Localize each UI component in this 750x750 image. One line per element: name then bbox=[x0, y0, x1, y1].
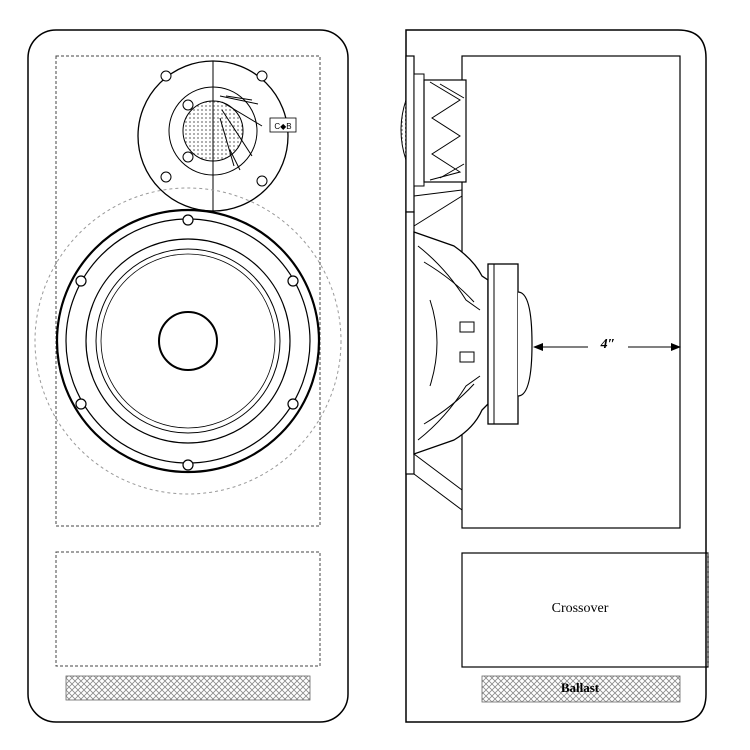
side-woofer-frame-arm bbox=[429, 299, 438, 387]
woofer-surround bbox=[85, 238, 291, 444]
side-tweeter-dome bbox=[400, 99, 407, 161]
woofer-surround-inner bbox=[95, 248, 281, 434]
tweeter-logo-text: C◆B bbox=[274, 122, 291, 131]
side-tweeter-fins bbox=[429, 81, 465, 181]
side-tweeter-brace-bottom bbox=[413, 195, 463, 227]
front-driver-panel-dashed bbox=[55, 55, 321, 527]
side-woofer-cone-lower bbox=[417, 375, 481, 441]
side-tweeter-plate bbox=[413, 73, 425, 187]
tweeter-logo-badge bbox=[269, 117, 297, 133]
depth-dimension-label: 4″ bbox=[588, 337, 628, 353]
side-woofer-brace-top bbox=[413, 453, 463, 491]
front-view: C◆B bbox=[27, 29, 349, 723]
tweeter-screw-icon bbox=[182, 151, 194, 163]
crossover-label: Crossover bbox=[551, 601, 609, 616]
front-cabinet-outline bbox=[27, 29, 349, 723]
side-woofer bbox=[413, 231, 533, 511]
woofer-screw-icon bbox=[182, 214, 194, 226]
side-woofer-brace-bottom bbox=[413, 473, 463, 511]
ballast-label: Ballast bbox=[560, 680, 600, 695]
side-ballast-strip bbox=[481, 675, 681, 703]
side-tweeter bbox=[400, 73, 467, 227]
tweeter-screw-icon bbox=[256, 70, 268, 82]
side-woofer-basket bbox=[413, 231, 489, 455]
tweeter-waveguide-ring bbox=[168, 86, 258, 176]
side-cabinet-outline bbox=[405, 29, 707, 723]
side-baffle-top bbox=[405, 55, 415, 213]
side-woofer-pole-cap bbox=[517, 291, 533, 397]
side-woofer-cone-upper bbox=[417, 245, 481, 311]
woofer-dust-cap bbox=[158, 311, 218, 371]
tweeter-screw-icon bbox=[160, 171, 172, 183]
side-woofer-frame-arm bbox=[423, 383, 475, 425]
front-ballast-strip bbox=[65, 675, 311, 701]
side-tweeter-brace-top bbox=[413, 189, 463, 197]
side-view bbox=[400, 29, 709, 723]
side-woofer-magnet bbox=[487, 263, 519, 425]
side-woofer-terminal bbox=[459, 351, 475, 363]
side-woofer-terminal bbox=[459, 321, 475, 333]
woofer-screw-icon bbox=[75, 398, 87, 410]
side-baffle-bottom bbox=[405, 211, 415, 475]
side-woofer-frame-arm bbox=[423, 261, 475, 303]
front-crossover-panel-dashed bbox=[55, 551, 321, 667]
tweeter-screw-icon bbox=[256, 175, 268, 187]
side-tweeter-body bbox=[423, 79, 467, 183]
front-tweeter: C◆B bbox=[137, 60, 297, 212]
woofer-screw-icon bbox=[182, 459, 194, 471]
woofer-screw-icon bbox=[287, 398, 299, 410]
woofer-cone-edge bbox=[100, 253, 276, 429]
tweeter-phase-plug-fins bbox=[219, 95, 263, 171]
woofer-screw-icon bbox=[287, 275, 299, 287]
woofer-frame-outer bbox=[55, 208, 321, 474]
tweeter-dome-mesh bbox=[182, 100, 244, 162]
tweeter-screw-icon bbox=[182, 99, 194, 111]
front-woofer bbox=[34, 187, 342, 495]
woofer-screw-icon bbox=[75, 275, 87, 287]
tweeter-screw-icon bbox=[160, 70, 172, 82]
woofer-guide-circle bbox=[34, 187, 342, 495]
